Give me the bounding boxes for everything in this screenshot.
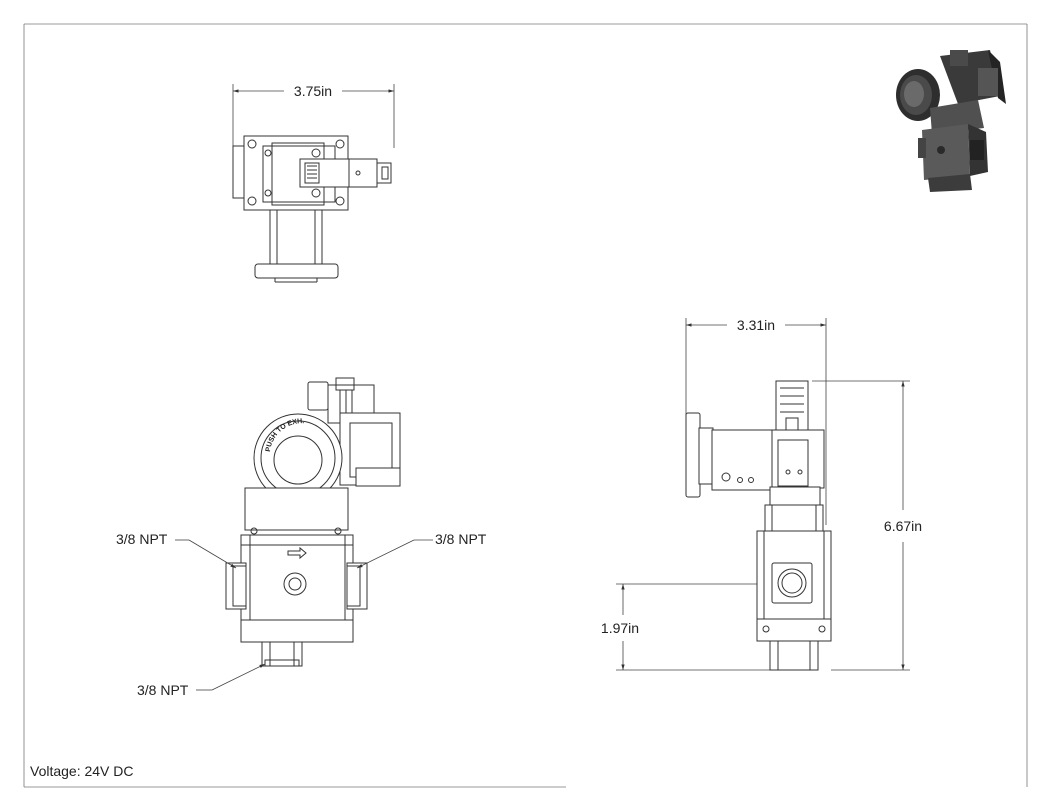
sheet-frame bbox=[23, 23, 1028, 788]
port-callouts: 3/8 NPT 3/8 NPT 3/8 NPT bbox=[116, 531, 487, 698]
port-height-dimension: 1.97in bbox=[601, 620, 639, 636]
side-height-dimension: 6.67in bbox=[884, 518, 922, 534]
isometric-render bbox=[896, 50, 1006, 192]
bottom-port-label: 3/8 NPT bbox=[137, 682, 189, 698]
right-port-label: 3/8 NPT bbox=[435, 531, 487, 547]
side-width-dimension: 3.31in bbox=[737, 317, 775, 333]
left-port-label: 3/8 NPT bbox=[116, 531, 168, 547]
front-view: PUSH TO EXH. bbox=[225, 377, 401, 667]
side-view: 3.31in 6.67in 1.97in bbox=[601, 317, 922, 671]
top-width-dimension: 3.75in bbox=[294, 83, 332, 99]
top-view: 3.75in bbox=[232, 83, 395, 283]
voltage-label: Voltage: 24V DC bbox=[30, 763, 134, 779]
